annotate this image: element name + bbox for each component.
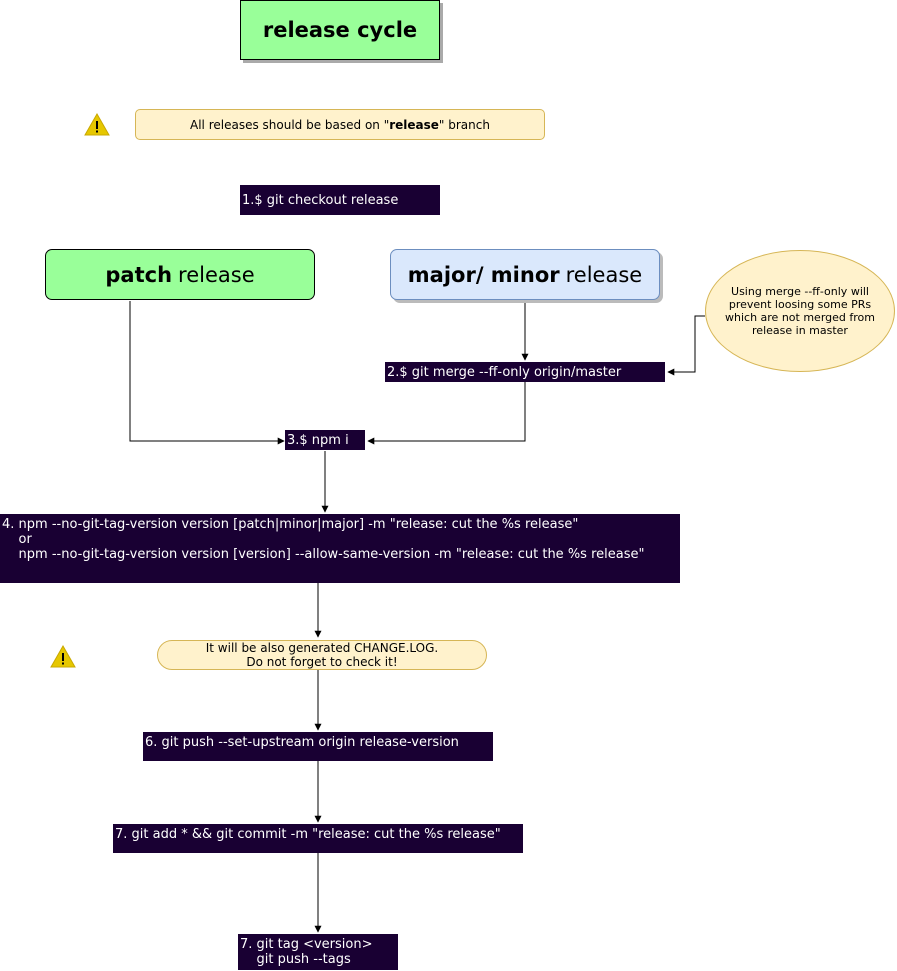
warning-icon [84, 113, 110, 136]
warning-icon [50, 645, 76, 668]
major-minor-release-bold: major/ minor [407, 262, 560, 287]
note-text-bold: release [389, 117, 439, 132]
step-version: 4. npm --no-git-tag-version version [pat… [0, 514, 680, 583]
patch-release-rest: release [178, 262, 255, 287]
step-checkout: 1.$ git checkout release [240, 185, 440, 215]
step-push: 6. git push --set-upstream origin releas… [143, 732, 493, 761]
step-merge: 2.$ git merge --ff-only origin/master [385, 362, 665, 382]
note-text-prefix: All releases should be based on " [190, 117, 390, 132]
step-npm-install: 3.$ npm i [285, 430, 365, 450]
changelog-note: It will be also generated CHANGE.LOG. Do… [157, 640, 487, 670]
edge-patch-to-npm [129, 301, 285, 445]
merge-note-ellipse: Using merge --ff-only will prevent loosi… [705, 250, 895, 372]
edge-note-to-merge [667, 315, 705, 376]
step-commit: 7. git add * && git commit -m "release: … [113, 824, 523, 853]
page-title: release cycle [240, 0, 440, 60]
note-text-suffix: " branch [438, 117, 490, 132]
patch-release-bold: patch [105, 262, 173, 287]
step-tag: 7. git tag <version> git push --tags [238, 934, 398, 970]
release-branch-note: All releases should be based on "release… [135, 109, 545, 140]
major-minor-release-rest: release [565, 262, 643, 287]
edge-merge-to-npm [367, 382, 526, 445]
